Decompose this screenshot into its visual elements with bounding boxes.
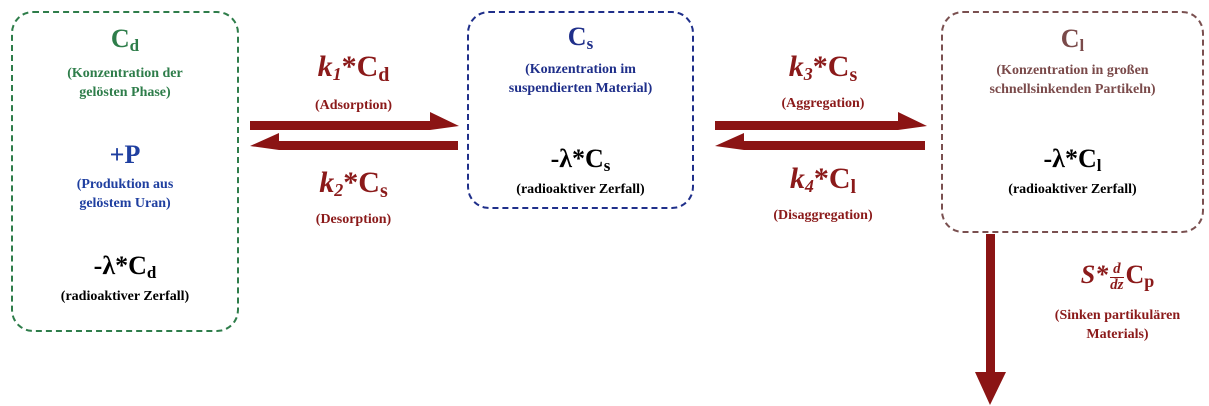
- arrow-disaggregation: [715, 133, 925, 150]
- arrow-desorption: [250, 133, 458, 150]
- arrow-sinking: [975, 234, 1006, 405]
- flow-k3-term: k3*Cs: [788, 50, 858, 86]
- production-term: +P: [109, 140, 141, 169]
- decay-term-d: -λ*Cd: [93, 251, 157, 282]
- symbol-cl: Cl: [1060, 24, 1085, 55]
- flow-sink-label: (Sinken partikulären Materials): [1054, 308, 1181, 342]
- production-label: (Produktion aus gelöstem Uran): [76, 177, 174, 211]
- flow-k2-label: (Desorption): [315, 212, 392, 227]
- decay-label-l: (radioaktiver Zerfall): [1008, 182, 1137, 197]
- arrow-adsorption: [250, 112, 459, 130]
- symbol-cd: Cd: [110, 24, 140, 55]
- symbol-cs: Cs: [567, 22, 594, 53]
- description-dissolved: (Konzentration der gelösten Phase): [67, 66, 183, 100]
- decay-term-s: -λ*Cs: [550, 144, 611, 175]
- flow-k3-label: (Aggregation): [781, 96, 865, 111]
- flow-k4-term: k4*Cl: [789, 162, 857, 198]
- decay-term-l: -λ*Cl: [1043, 144, 1102, 175]
- compartment-large-particles: [941, 11, 1204, 233]
- flow-k4-label: (Disaggregation): [773, 208, 873, 223]
- flow-k2-term: k2*Cs: [319, 166, 388, 202]
- arrow-aggregation: [715, 112, 927, 130]
- flow-k1-label: (Adsorption): [314, 98, 392, 113]
- description-suspended: (Konzentration im suspendierten Material…: [508, 62, 653, 96]
- decay-label-s: (radioaktiver Zerfall): [516, 182, 645, 197]
- decay-label-d: (radioaktiver Zerfall): [60, 289, 190, 304]
- description-large-particles: (Konzentration in großen schnellsinkende…: [989, 63, 1156, 97]
- compartment-suspended: [467, 11, 694, 209]
- compartment-dissolved: [11, 11, 239, 332]
- flow-k1-term: k1*Cd: [317, 50, 390, 86]
